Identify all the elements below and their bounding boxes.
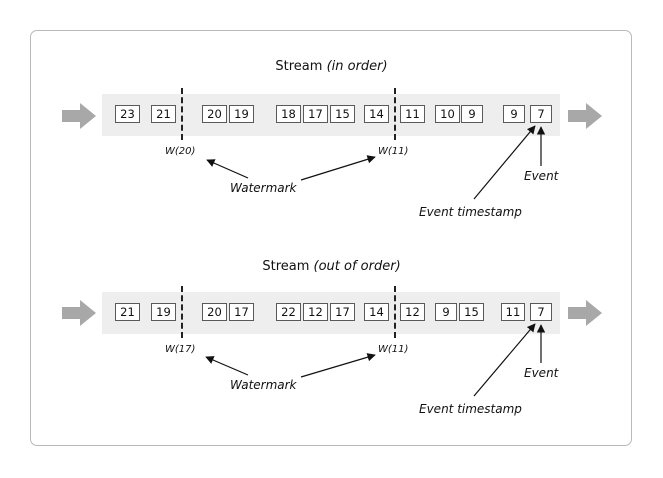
- watermark-pointer-arrow: [205, 356, 249, 376]
- event-timestamp-annotation: Event timestamp: [419, 205, 522, 219]
- event-box: 19: [229, 105, 254, 123]
- event-box: 11: [400, 105, 425, 123]
- watermark-value-label: W(20): [165, 146, 196, 157]
- timestamp-pointer-arrow: [473, 125, 536, 200]
- event-box: 17: [229, 303, 254, 321]
- event-box: 18: [276, 105, 301, 123]
- event-annotation: Event: [524, 366, 559, 380]
- event-box: 17: [303, 105, 328, 123]
- watermark-pointer-arrow: [300, 155, 376, 181]
- event-box: 7: [530, 105, 552, 123]
- event-box: 14: [364, 303, 389, 321]
- stream-title-text: Stream: [262, 259, 314, 274]
- watermark-value-label: W(11): [378, 344, 409, 355]
- event-box: 15: [459, 303, 484, 321]
- stream-title-qualifier: (out of order): [313, 259, 401, 274]
- event-box: 12: [400, 303, 425, 321]
- event-box: 23: [115, 105, 140, 123]
- event-box: 7: [530, 303, 552, 321]
- event-box: 14: [364, 105, 389, 123]
- event-box: 17: [330, 303, 355, 321]
- event-box: 10: [435, 105, 460, 123]
- flow-in-arrow-icon: [62, 300, 96, 326]
- event-box: 9: [503, 105, 525, 123]
- watermark-pointer-arrow: [300, 353, 376, 378]
- flow-out-arrow-icon: [568, 103, 602, 129]
- event-box: 21: [115, 303, 140, 321]
- event-box: 20: [202, 303, 227, 321]
- event-box: 20: [202, 105, 227, 123]
- stream-title-text: Stream: [275, 59, 327, 74]
- stream-title-in-order: Stream (in order): [0, 59, 663, 74]
- event-box: 15: [330, 105, 355, 123]
- event-box: 19: [151, 303, 176, 321]
- event-box: 12: [303, 303, 328, 321]
- watermark-pointer-arrow: [206, 159, 249, 179]
- event-annotation: Event: [524, 169, 559, 183]
- watermark-line: [394, 88, 396, 140]
- stream-title-qualifier: (in order): [326, 59, 388, 74]
- event-box: 22: [276, 303, 301, 321]
- stream-title-out-of-order: Stream (out of order): [0, 259, 663, 274]
- timestamp-pointer-arrow: [473, 323, 536, 397]
- watermark-line: [181, 286, 183, 338]
- watermark-annotation: Watermark: [230, 181, 297, 195]
- watermark-line: [394, 286, 396, 338]
- event-box: 9: [461, 105, 483, 123]
- event-box: 11: [501, 303, 525, 321]
- event-box: 21: [151, 105, 176, 123]
- watermark-line: [181, 88, 183, 140]
- watermark-value-label: W(11): [378, 146, 409, 157]
- event-box: 9: [435, 303, 457, 321]
- event-timestamp-annotation: Event timestamp: [419, 402, 522, 416]
- flow-in-arrow-icon: [62, 103, 96, 129]
- flow-out-arrow-icon: [568, 300, 602, 326]
- watermark-value-label: W(17): [165, 344, 196, 355]
- watermark-annotation: Watermark: [230, 378, 297, 392]
